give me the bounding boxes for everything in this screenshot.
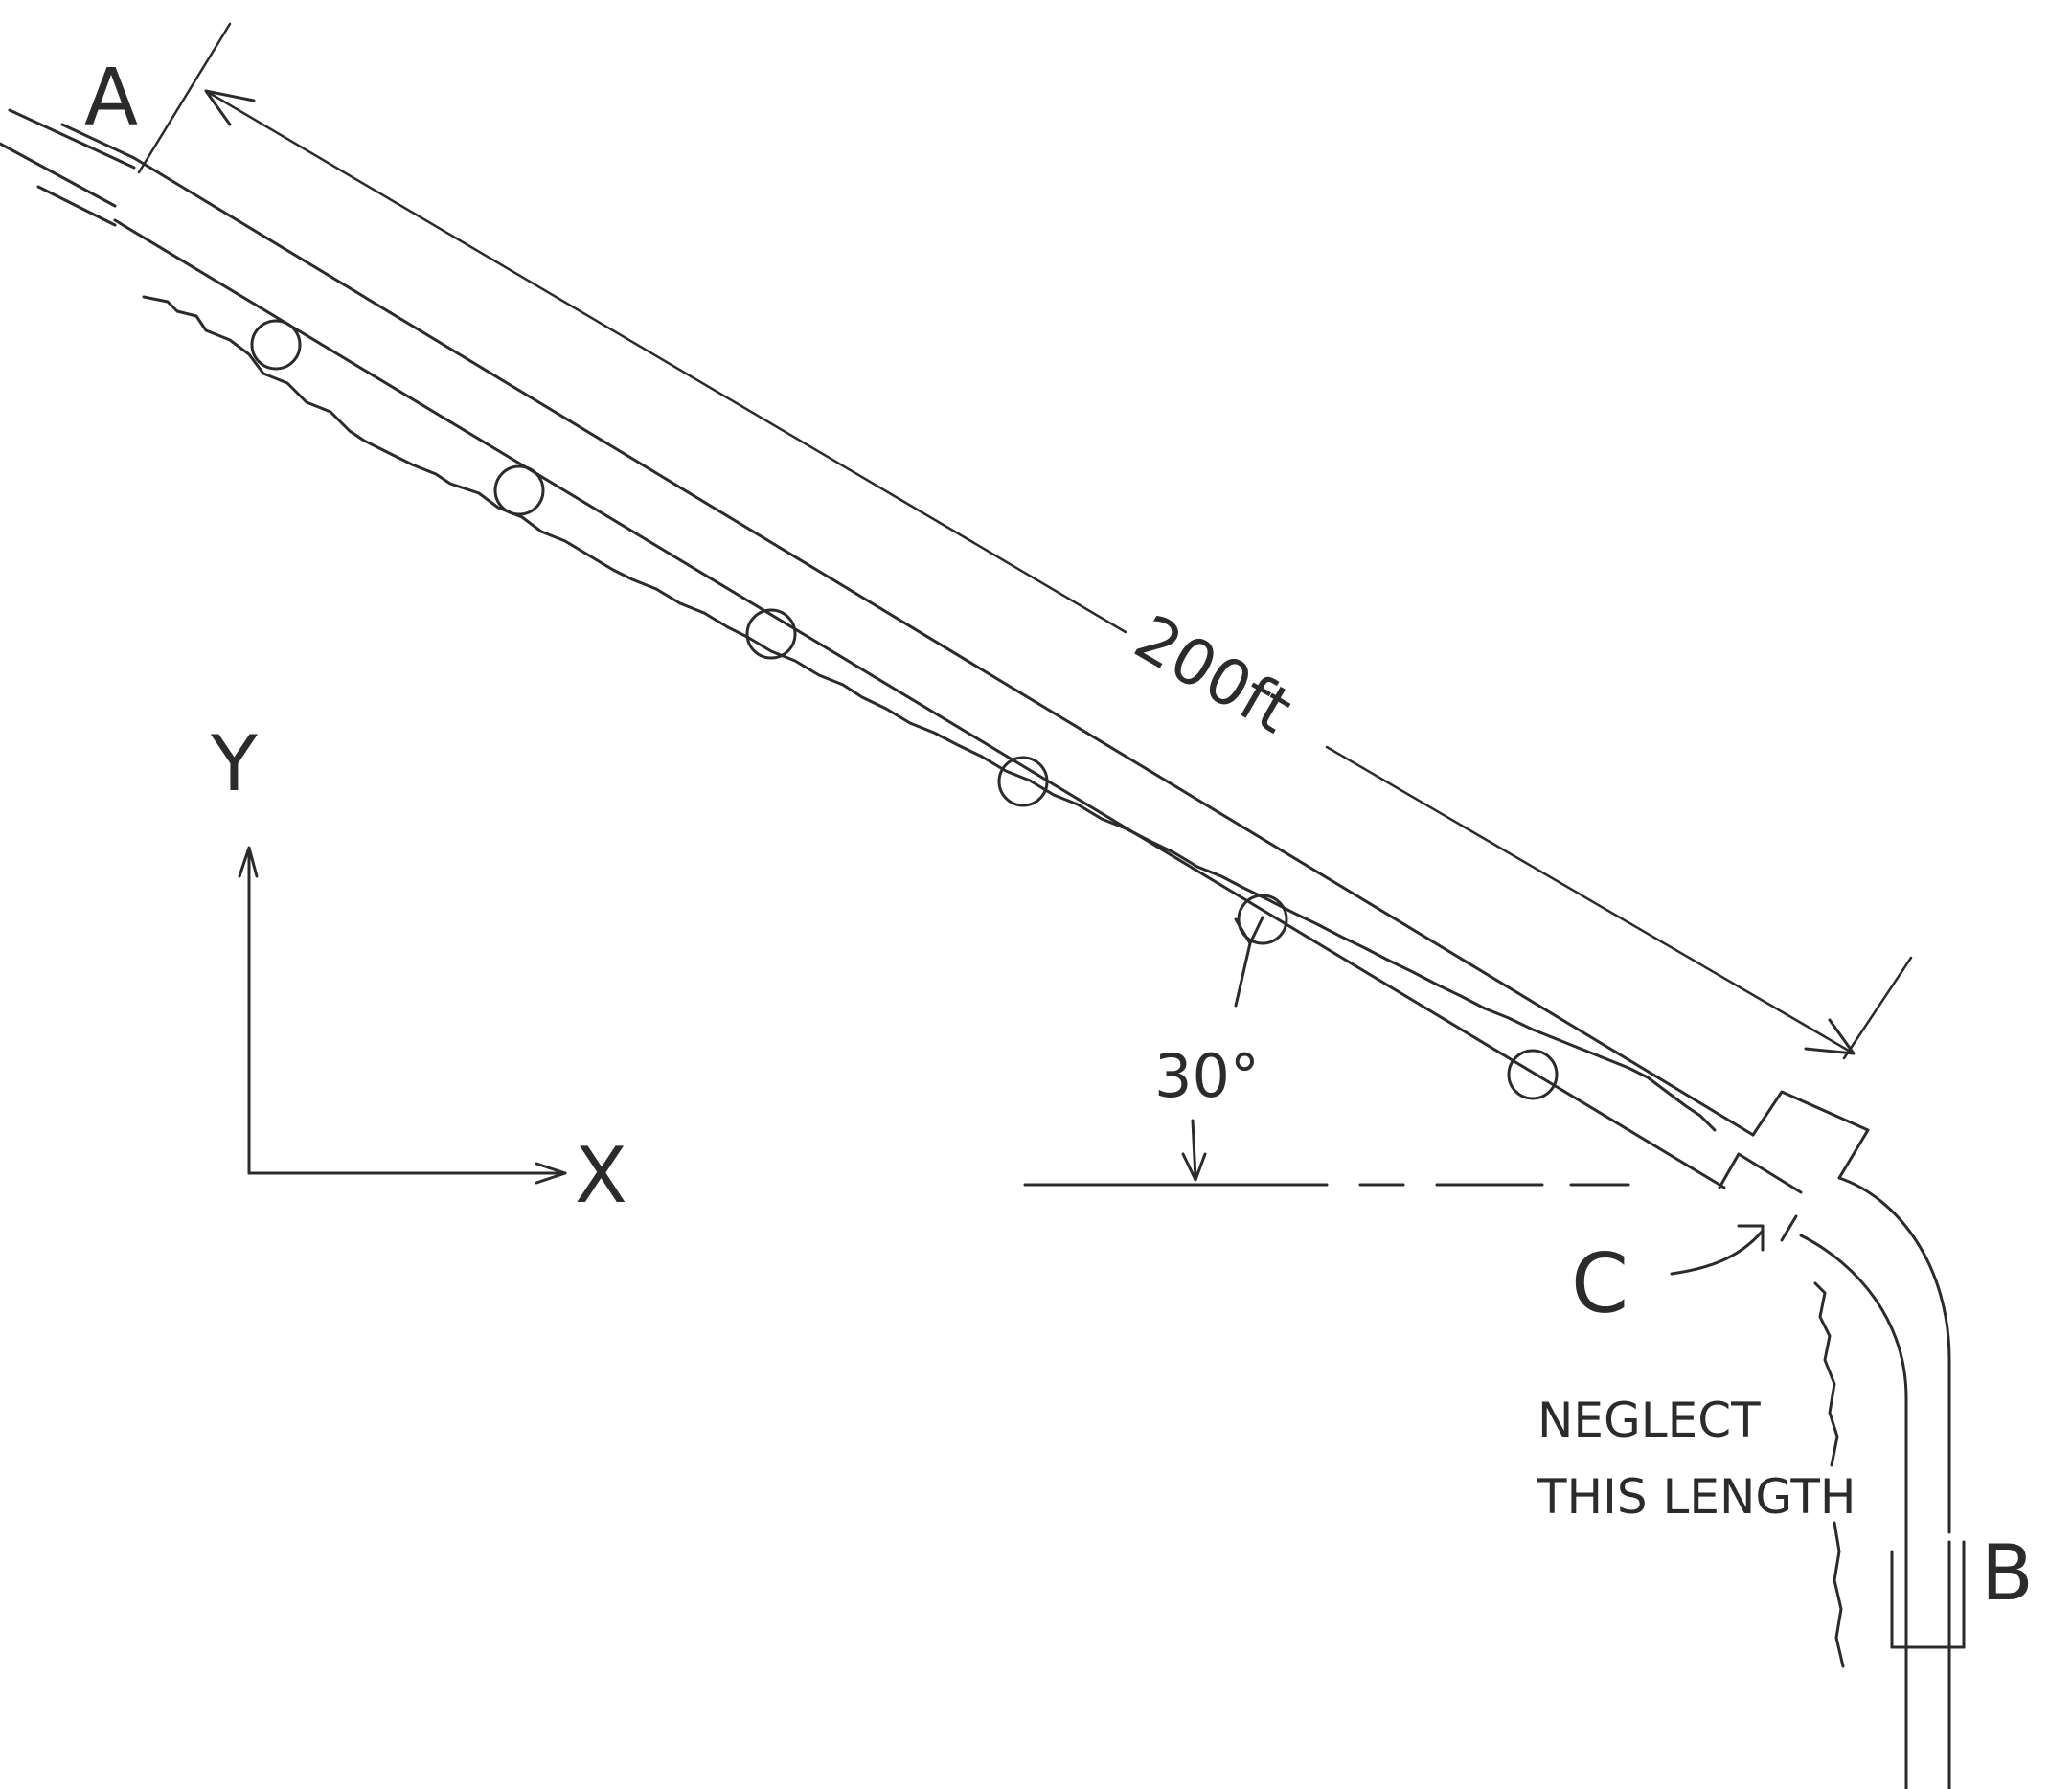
roller bbox=[745, 608, 797, 660]
roller bbox=[997, 756, 1049, 807]
label-length: 200ft bbox=[1123, 600, 1304, 748]
vertical-pipe-b bbox=[1799, 1176, 1966, 1789]
label-x: X bbox=[575, 1131, 627, 1220]
note-line-2: THIS LENGTH bbox=[1537, 1469, 1856, 1525]
inclined-pipe bbox=[113, 156, 1755, 1189]
ground-surface bbox=[142, 295, 1845, 1668]
coupling-c bbox=[1670, 1090, 1870, 1276]
pipe-inlet-a bbox=[0, 108, 136, 227]
coordinate-axes bbox=[238, 846, 567, 1185]
roller bbox=[493, 464, 545, 516]
support-rollers bbox=[250, 319, 1559, 1100]
label-c: C bbox=[1571, 1236, 1628, 1332]
roller bbox=[250, 319, 302, 371]
roller bbox=[1507, 1049, 1559, 1100]
roller bbox=[1237, 894, 1288, 945]
label-angle: 30° bbox=[1154, 1041, 1260, 1111]
label-b: B bbox=[1981, 1529, 2034, 1618]
label-a: A bbox=[84, 53, 138, 144]
length-dimension bbox=[137, 22, 1913, 1060]
note-line-1: NEGLECT bbox=[1537, 1393, 1761, 1448]
angle-indicator bbox=[1023, 916, 1630, 1187]
label-y: Y bbox=[210, 719, 259, 808]
